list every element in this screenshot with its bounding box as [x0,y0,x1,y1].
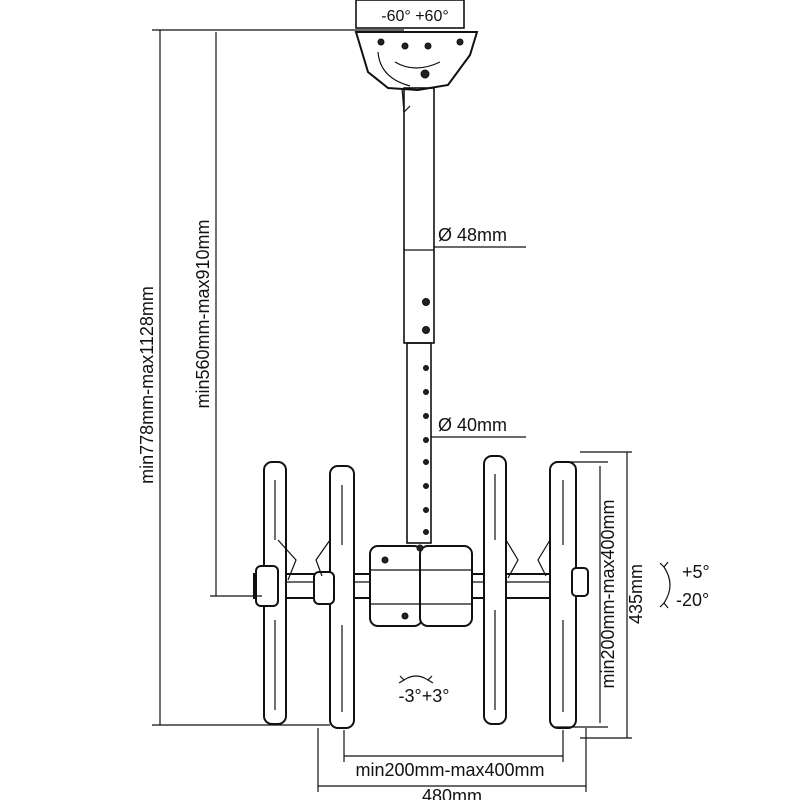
bracket-height-range-label: min200mm-max400mm [598,499,618,688]
pole-diameter-upper: Ø 48mm [438,225,507,245]
right-bracket-pair [483,455,589,729]
center-hub [253,544,555,627]
total-height-dimension [152,29,404,726]
tilt-down-label: -20° [676,590,709,610]
overall-width-label: 480mm [422,786,482,800]
total-height-label: min778mm-max1128mm [137,286,157,484]
pole-height-dimension [210,32,262,597]
tilt-ceiling-label: -60° +60° [381,8,449,25]
tilt-arc-icon [659,561,671,609]
inner-pole [406,342,432,544]
bracket-width-label: min200mm-max400mm [355,760,544,780]
swivel-label: -3°+3° [399,686,450,706]
outer-pole [403,87,435,344]
overall-width-dimension [317,728,587,792]
left-bracket-pair [255,461,355,729]
pole-height-label: min560mm-max910mm [193,219,213,408]
pole-diameter-lower: Ø 40mm [438,415,507,435]
bracket-height-dimension [555,451,632,739]
swivel-arc-icon [398,675,434,684]
tilt-up-label: +5° [682,562,710,582]
ceiling-plate [354,0,479,114]
bracket-height-max-label: 435mm [626,564,646,624]
bracket-width-dimension [343,730,564,762]
